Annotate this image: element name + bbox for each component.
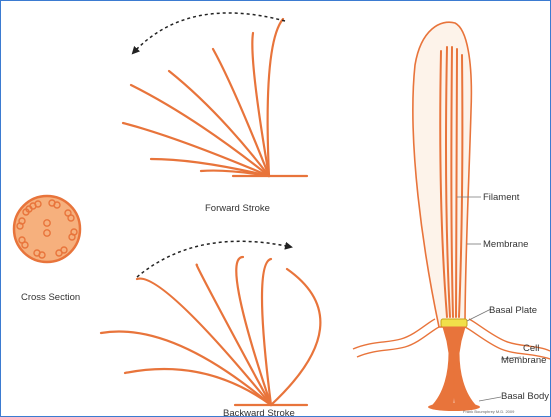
forward-stroke-arrow xyxy=(133,13,285,53)
credit-text: Frank Boumphrey M.D. 2009 xyxy=(463,409,515,414)
forward-stroke-label: Forward Stroke xyxy=(205,203,270,214)
forward-stroke-figure xyxy=(123,19,307,176)
cilium-longitudinal-figure xyxy=(353,22,550,411)
basal-body-label: Basal Body xyxy=(501,391,549,402)
membrane-label: Membrane xyxy=(483,239,528,250)
backward-stroke-arrow xyxy=(137,241,291,277)
cell-membrane-label-line2: Membrane xyxy=(501,355,546,366)
cross-section-label: Cross Section xyxy=(21,292,80,303)
basal-plate-label: Basal Plate xyxy=(489,305,537,316)
cross-section-figure xyxy=(14,196,80,262)
filament-label: Filament xyxy=(483,192,520,203)
cell-membrane-label-line1: Cell xyxy=(523,343,539,354)
backward-stroke-figure xyxy=(101,257,320,405)
backward-stroke-label: Backward Stroke xyxy=(223,408,295,416)
